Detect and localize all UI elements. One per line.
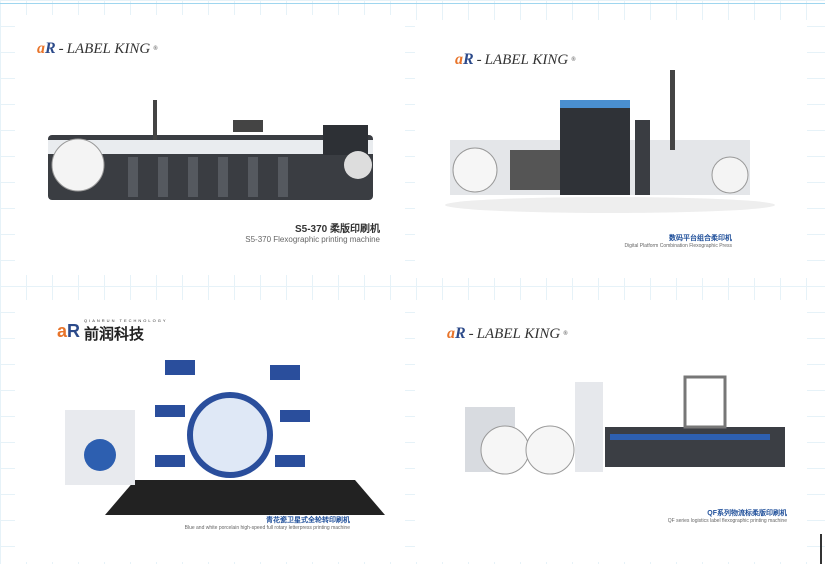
caption-cn: 数码平台组合柔印机 <box>669 235 732 242</box>
caption-en: S5-370 Flexographic printing machine <box>245 235 380 244</box>
flexo-machine-image <box>48 100 373 200</box>
logo-sub: QIANRUN TECHNOLOGY <box>84 318 168 323</box>
edge-mark <box>820 534 822 564</box>
caption-cn: S5-370 柔版印刷机 <box>294 224 380 235</box>
caption-en: Blue and white porcelain high-speed full… <box>184 525 350 531</box>
caption-en: QF series logistics label flexographic p… <box>667 518 787 524</box>
satellite-press-image <box>65 360 385 515</box>
label-king-logo: aR-LABEL KING® <box>455 51 576 68</box>
label-king-logo: aR-LABEL KING® <box>447 325 568 342</box>
caption-en: Digital Platform Combination Flexographi… <box>624 243 732 249</box>
caption: QF系列物流标柔版印刷机 QF series logistics label f… <box>668 508 787 524</box>
qf-press-image <box>465 375 785 475</box>
panel-qf-series: aR-LABEL KING® QF系列物流标柔版印刷机 QF series lo… <box>415 300 807 562</box>
caption: 数码平台组合柔印机 Digital Platform Combination F… <box>624 233 732 249</box>
caption-cn: 青花瓷卫星式全轮转印刷机 <box>266 517 350 524</box>
label-king-logo: aR-LABEL KING® <box>37 40 158 57</box>
panel-s5-370: aR-LABEL KING® S5-370 柔版印刷机 S5-370 Flexo… <box>15 15 405 275</box>
top-rule <box>0 3 825 4</box>
logo-cn: 前润科技 <box>84 326 145 343</box>
caption-cn: QF系列物流标柔版印刷机 <box>707 510 787 517</box>
caption: 青花瓷卫星式全轮转印刷机 Blue and white porcelain hi… <box>185 515 350 531</box>
panel-digital-platform: aR-LABEL KING® 数码平台组合柔印机 Digital Platfor… <box>415 20 807 278</box>
caption: S5-370 柔版印刷机 S5-370 Flexographic printin… <box>245 220 380 244</box>
digital-press-image <box>445 70 775 213</box>
